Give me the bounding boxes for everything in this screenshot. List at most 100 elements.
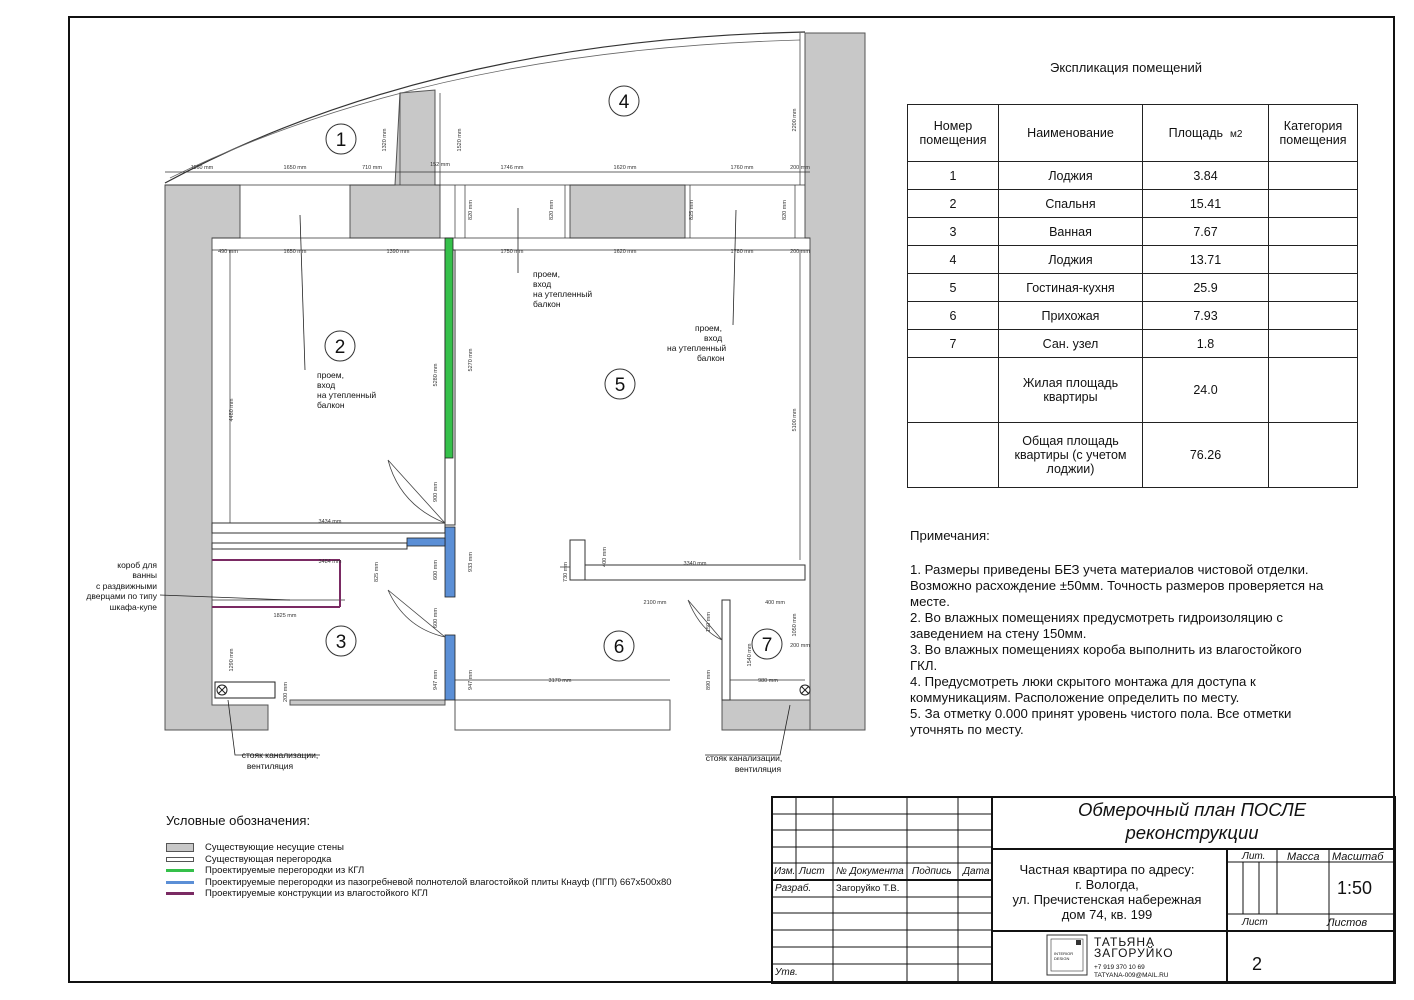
cell-total-area: 24.0 (1142, 357, 1269, 423)
dim-label: 1780 mm (731, 249, 754, 255)
opening-note-c: на утепленный (667, 343, 726, 353)
purple-swatch (166, 892, 194, 896)
wall-right (804, 32, 866, 731)
dim-label: 1750 mm (501, 249, 524, 255)
logo-name-line: ТАТЬЯНА (1094, 935, 1155, 949)
cell-category (1268, 273, 1358, 302)
drawing-frame (68, 16, 1395, 983)
legend-item: Существующие несущие стены (166, 842, 672, 854)
cell-total-name: Общая площадь квартиры (с учетом лоджии) (998, 422, 1143, 488)
dim-label: 1650 mm (284, 249, 307, 255)
blue-swatch (166, 880, 194, 884)
title-block: Обмерочный план ПОСЛЕ реконструкции Част… (772, 796, 1395, 983)
header-name: Наименование (998, 104, 1143, 162)
legend-label: Проектируемые перегородки из пазогребнев… (205, 876, 672, 888)
room-number-7: 7 (762, 635, 773, 656)
dim-label: 200 mm (790, 165, 810, 171)
door-bath (387, 589, 446, 638)
col-izm: Изм. (774, 866, 796, 877)
dim-label: 1620 mm (614, 165, 637, 171)
dim-label: 490 mm (218, 249, 238, 255)
legend-label: Проектируемые перегородки из КГЛ (205, 865, 365, 877)
dim-label: 1320 mm (382, 128, 388, 151)
cell-number: 3 (907, 217, 999, 246)
dim-label: 3484 mm (319, 559, 342, 565)
cell-number: 6 (907, 301, 999, 330)
wall-swatch (166, 843, 194, 853)
cell-category (1268, 189, 1358, 218)
wall-column-top (349, 89, 441, 239)
cell-name: Гостиная-кухня (998, 273, 1143, 302)
legend-label: Существующая перегородка (205, 853, 332, 865)
riser-note-right: стояк канализации, (706, 753, 783, 763)
col-doc: № Документа (836, 866, 904, 877)
loggia-arc (164, 31, 806, 184)
dim-label: 600 mm (433, 560, 439, 580)
header-number: Номер помещения (907, 104, 999, 162)
logo-box-line: INTERIOR (1054, 951, 1074, 956)
riser-note-left: стояк канализации, (242, 750, 319, 760)
legend-label: Существующие несущие стены (205, 842, 344, 854)
dim-label: 1620 mm (614, 249, 637, 255)
logo-box-line: DESIGN (1054, 955, 1070, 961)
dim-label: 152 mm (430, 162, 450, 168)
legend-label: Проектируемые конструкции из влагостойко… (205, 888, 428, 900)
dim-label: 3434 mm (319, 519, 342, 525)
dim-label: 2200 mm (792, 108, 798, 131)
note-item: 4. Предусмотреть люки скрытого монтажа д… (910, 674, 1256, 705)
dim-label: 200 mm (790, 643, 810, 649)
cell-number: 4 (907, 245, 999, 274)
partition-wc (721, 599, 731, 701)
opening-note-b: проем, (533, 269, 560, 279)
note-item: 2. Во влажных помещениях предусмотреть г… (910, 610, 1283, 641)
opening-note-a: вход (317, 380, 335, 390)
dim-label: 3170 mm (549, 678, 572, 684)
logo-name-line: ЗАГОРУЙКО (1094, 946, 1174, 960)
explication-table: Номер помещения Наименование Площадь м2 … (907, 104, 1358, 488)
drawing-title: Обмерочный план ПОСЛЕ реконструкции (997, 798, 1387, 844)
dim-label: 400 mm (602, 547, 608, 567)
dim-label: 1290 mm (229, 648, 235, 671)
lit-label: Лит. (1242, 851, 1266, 862)
dim-label: 933 mm (468, 552, 474, 572)
cell-number: 5 (907, 273, 999, 302)
cell-category (1268, 161, 1358, 190)
cell-number: 2 (907, 189, 999, 218)
legend-item: Проектируемые конструкции из влагостойко… (166, 888, 672, 900)
room-number-1: 1 (336, 130, 347, 151)
pgp-partition-1 (444, 526, 456, 598)
col-list: Лист (799, 866, 825, 877)
cell-area: 15.41 (1142, 189, 1269, 218)
dim-label: 1520 mm (457, 128, 463, 151)
phone: +7 919 370 10 69 (1094, 964, 1145, 971)
dim-label: 820 mm (468, 200, 474, 220)
dim-label: 150 mm (706, 612, 712, 632)
opening-note-a: на утепленный (317, 390, 376, 400)
sheet-number: 2 (1252, 954, 1263, 974)
address: Частная квартира по адресу: г. Вологда, … (997, 862, 1217, 922)
dim-label: 710 mm (362, 165, 382, 171)
address-line: ул. Пречистенская набережная (1012, 892, 1202, 907)
address-line: Частная квартира по адресу: (1019, 862, 1195, 877)
kgl-partition (444, 237, 454, 459)
room-number-3: 3 (336, 632, 347, 653)
wall-mid-top (569, 184, 686, 239)
note-item: 5. За отметку 0.000 принят уровень чисто… (910, 706, 1292, 737)
dim-label: 980 mm (758, 678, 778, 684)
cell-category (1268, 217, 1358, 246)
dim-label: 400 mm (765, 600, 785, 606)
opening-note-b: вход (533, 279, 551, 289)
sheet-label: Лист (1242, 917, 1268, 928)
cell-area: 7.67 (1142, 217, 1269, 246)
cell-area: 25.9 (1142, 273, 1269, 302)
green-swatch (166, 869, 194, 873)
riser-right-icon (799, 684, 811, 696)
legend: Существующие несущие стены Существующая … (166, 842, 672, 900)
riser-note-right: вентиляция (735, 764, 782, 774)
dim-label: 1050 mm (792, 613, 798, 636)
opening-note-a: балкон (317, 400, 345, 410)
cell-name: Лоджия (998, 161, 1143, 190)
